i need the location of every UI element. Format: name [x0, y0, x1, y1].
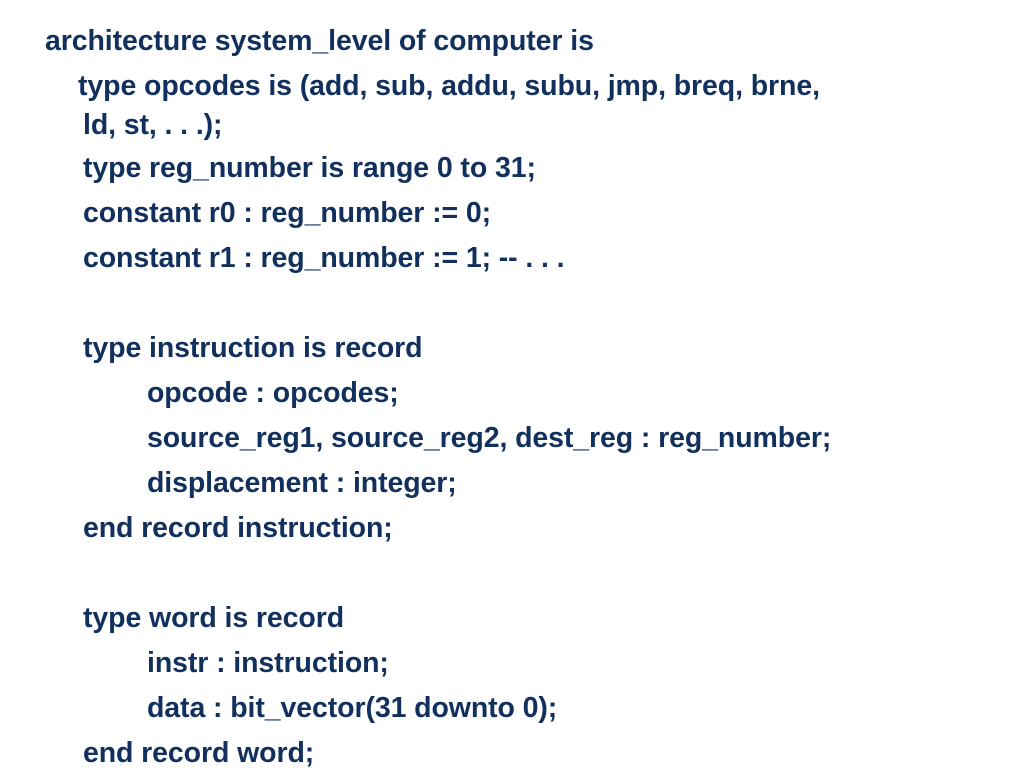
code-line-type-reg-number: type reg_number is range 0 to 31; [83, 152, 536, 184]
code-line-type-word: type word is record [83, 602, 345, 634]
code-line-end-record-word: end record word; [83, 737, 315, 768]
code-line-type-instruction: type instruction is record [83, 332, 423, 364]
code-line-displacement-field: displacement : integer; [147, 467, 457, 499]
code-line-data-field: data : bit_vector(31 downto 0); [147, 692, 558, 724]
code-line-type-opcodes: type opcodes is (add, sub, addu, subu, j… [78, 70, 820, 102]
code-line-end-record-instruction: end record instruction; [83, 512, 393, 544]
code-line-constant-r1: constant r1 : reg_number := 1; -- . . . [83, 242, 565, 274]
code-line-type-opcodes-continued: ld, st, . . .); [83, 109, 223, 141]
code-line-architecture: architecture system_level of computer is [45, 25, 594, 57]
code-line-register-fields: source_reg1, source_reg2, dest_reg : reg… [147, 422, 832, 454]
code-line-instr-field: instr : instruction; [147, 647, 389, 679]
code-line-constant-r0: constant r0 : reg_number := 0; [83, 197, 491, 229]
code-line-opcode-field: opcode : opcodes; [147, 377, 399, 409]
